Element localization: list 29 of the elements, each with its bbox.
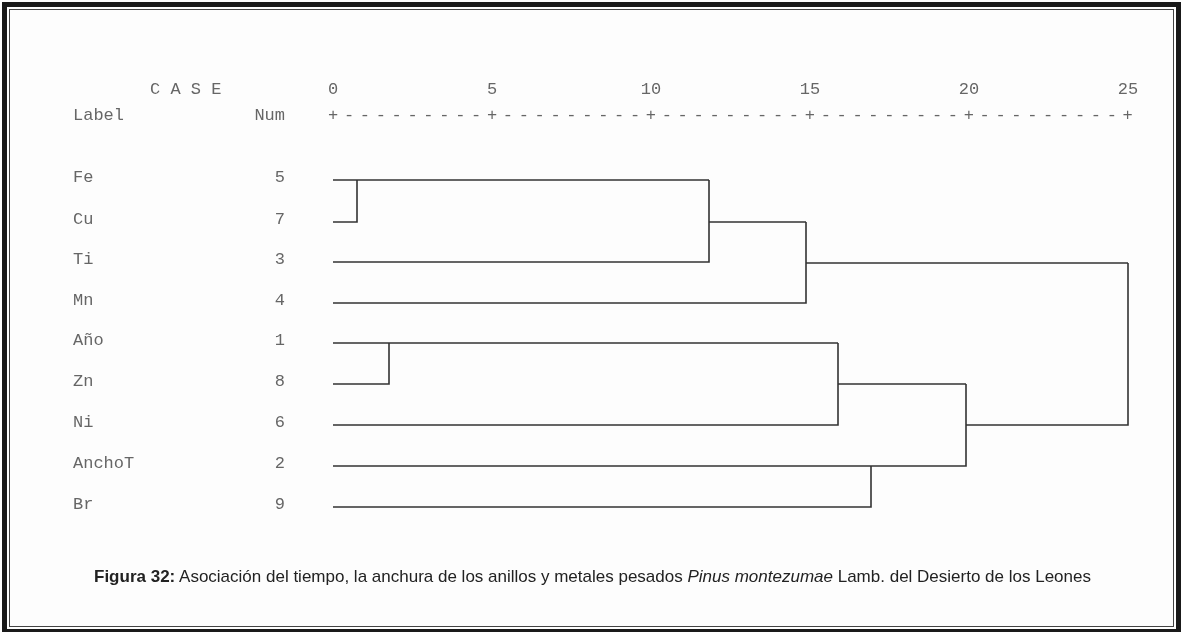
case-label: Ti [73, 250, 94, 270]
case-number: 4 [274, 291, 285, 311]
case-label: Año [73, 331, 104, 351]
case-label: Ni [73, 413, 94, 433]
case-number: 5 [274, 168, 285, 188]
tick-label: 10 [640, 80, 662, 100]
tick-label: 25 [1117, 80, 1139, 100]
case-number: 1 [274, 331, 285, 351]
case-number: 3 [274, 250, 285, 270]
case-number: 6 [274, 413, 285, 433]
tick-label: 5 [486, 80, 498, 100]
case-label: Br [73, 495, 94, 515]
column-heading: Label [73, 106, 124, 126]
axis-scale: +---------+---------+---------+---------+---------+ [328, 106, 1139, 126]
case-number: 2 [274, 454, 285, 474]
case-label: Zn [73, 372, 94, 392]
tick-label: 0 [327, 80, 339, 100]
case-label: Fe [73, 168, 94, 188]
axis-heading: C A S E [150, 80, 222, 100]
column-heading: Num [254, 106, 285, 126]
case-number: 7 [274, 210, 285, 230]
tick-label: 20 [958, 80, 980, 100]
case-number: 8 [274, 372, 285, 392]
case-label: Mn [73, 291, 94, 311]
figure-caption: Figura 32: Asociación del tiempo, la anchura de los anillos y metales pesados Pinus montezumae Lamb. del Desierto de los Leones [93, 566, 1092, 588]
case-label: AnchoT [73, 454, 135, 474]
case-label: Cu [73, 210, 94, 230]
tick-label: 15 [799, 80, 821, 100]
case-number: 9 [274, 495, 285, 515]
